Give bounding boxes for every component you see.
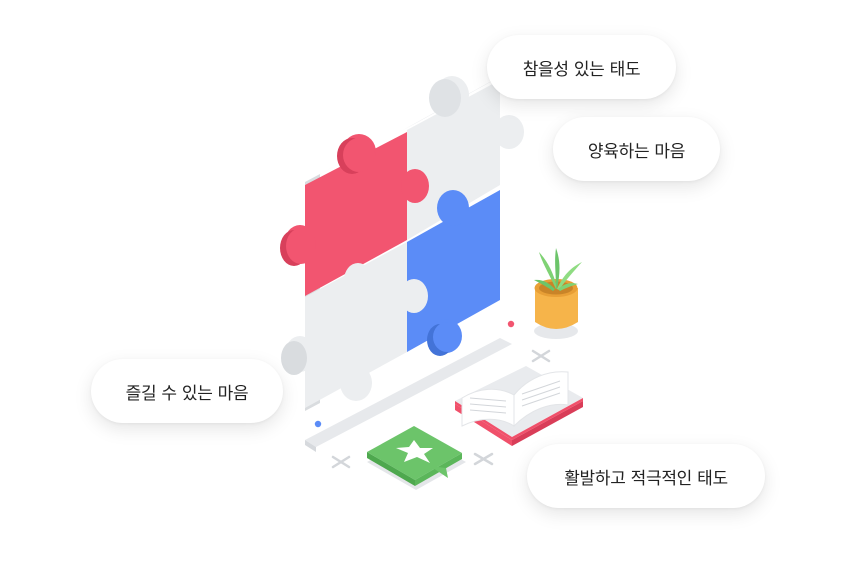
blue-dot xyxy=(314,420,322,428)
bubble-label: 참을성 있는 태도 xyxy=(522,59,641,80)
book-icon xyxy=(455,366,583,446)
base-platform xyxy=(305,338,512,452)
bubble-label: 활발하고 적극적인 태도 xyxy=(564,468,728,489)
puzzle-piece-red xyxy=(305,132,407,296)
bubble-nurturing-heart: 양육하는 마음 xyxy=(553,117,720,181)
star-speech-bubble-icon xyxy=(367,426,466,490)
puzzle-piece-blue xyxy=(407,190,500,352)
bubble-label: 즐길 수 있는 마음 xyxy=(125,383,249,404)
x-mark xyxy=(473,452,494,466)
bubble-enjoying-heart: 즐길 수 있는 마음 xyxy=(91,359,283,423)
puzzle-illustration xyxy=(280,75,524,411)
puzzle-piece-grey-bottom xyxy=(305,242,407,408)
red-dot xyxy=(507,320,515,328)
puzzle-piece-grey-top xyxy=(407,80,500,240)
plant-icon xyxy=(534,248,582,339)
bubble-active-attitude: 활발하고 적극적인 태도 xyxy=(527,444,765,508)
x-mark xyxy=(331,455,351,469)
x-mark xyxy=(531,349,551,363)
bubble-sincere-attitude: 참을성 있는 태도 xyxy=(487,35,676,99)
star-icon xyxy=(396,440,433,463)
bubble-label: 양육하는 마음 xyxy=(587,141,686,162)
